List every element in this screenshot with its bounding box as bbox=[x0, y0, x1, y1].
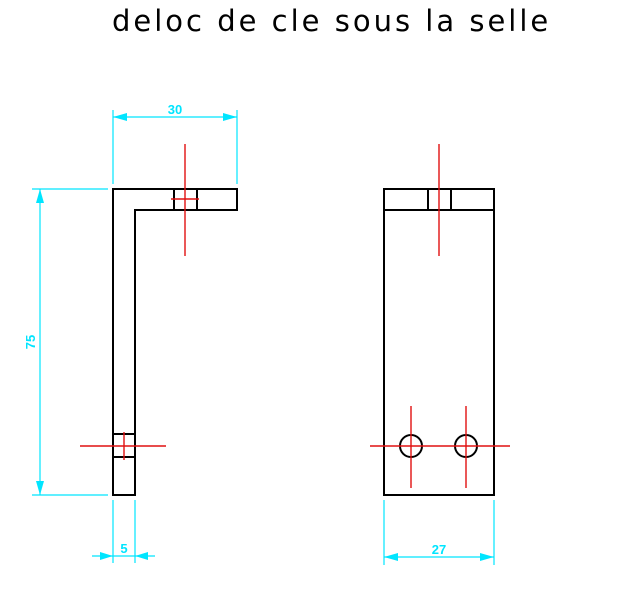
drawing-title: deloc de cle sous la selle bbox=[112, 4, 552, 38]
side-view-outline bbox=[112, 188, 238, 496]
dimension-30: 30 bbox=[112, 102, 238, 184]
dimension-75: 75 bbox=[23, 188, 108, 496]
side-view bbox=[80, 144, 238, 496]
dimension-label-75: 75 bbox=[23, 335, 38, 349]
dimension-label-27: 27 bbox=[432, 542, 446, 557]
dimension-27: 27 bbox=[383, 500, 495, 565]
dimension-label-5: 5 bbox=[120, 541, 127, 556]
dimension-5: 5 bbox=[92, 500, 155, 563]
front-view bbox=[370, 144, 510, 496]
dimension-label-30: 30 bbox=[168, 102, 182, 117]
